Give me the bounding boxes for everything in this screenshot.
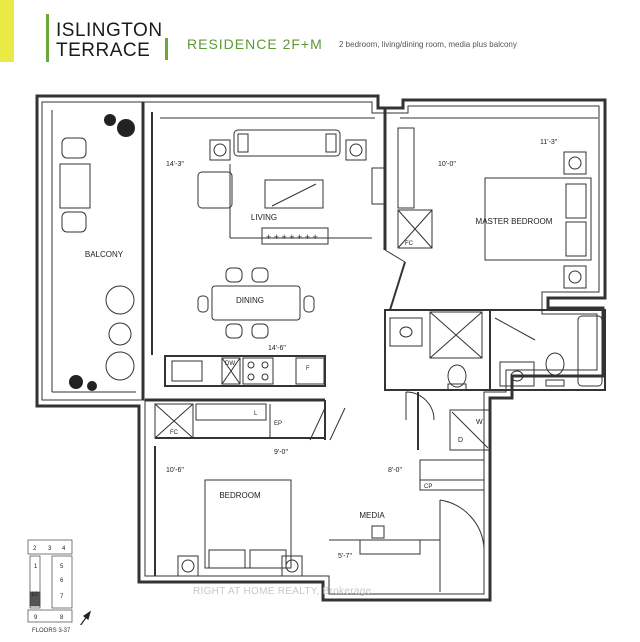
key-unit: 6 xyxy=(60,578,64,584)
watermark: RIGHT AT HOME REALTY, Brokerage xyxy=(193,586,372,597)
logo-bracket-end xyxy=(165,38,168,60)
key-unit: 1 xyxy=(34,564,38,570)
vanity-2 xyxy=(499,361,535,387)
dryer-label: D xyxy=(458,437,463,444)
bedroom-dim: 10'-6" xyxy=(166,467,184,474)
key-unit: 5 xyxy=(60,564,64,570)
master-dim-a: 10'-0" xyxy=(438,161,456,168)
media-closet xyxy=(419,459,485,491)
armchair xyxy=(197,171,233,209)
balcony-table xyxy=(59,163,91,209)
key-unit: 4 xyxy=(62,546,66,552)
dishwasher xyxy=(221,357,241,385)
bedroom-label: BEDROOM xyxy=(219,491,261,500)
brand-logo: ISLINGTON TERRACE xyxy=(46,14,168,62)
exterior-wall xyxy=(35,94,607,602)
living-dim: 14'-3" xyxy=(166,161,184,168)
dining-table xyxy=(211,285,301,321)
tv-console xyxy=(264,179,324,209)
master-closet xyxy=(397,127,415,209)
master-night-2 xyxy=(563,265,587,289)
ensuite-bath xyxy=(384,309,491,391)
svg-text:+ + + + + + +: + + + + + + + xyxy=(266,232,318,242)
floors-label: FLOORS 3-37 xyxy=(32,628,71,634)
interior-outline xyxy=(41,101,600,595)
kitchen-dim: 14'-6" xyxy=(268,345,286,352)
washer-label: W xyxy=(476,419,483,426)
media-label: MEDIA xyxy=(359,511,385,520)
cp-label: CP xyxy=(424,484,432,490)
key-unit: 3 xyxy=(48,546,52,552)
north-arrow-icon xyxy=(79,610,92,625)
master-label: MASTER BEDROOM xyxy=(476,217,553,226)
main-bath xyxy=(489,309,606,391)
laundry-label: L xyxy=(254,411,258,417)
nightstand-l xyxy=(177,555,199,577)
fridge-label: F xyxy=(306,366,310,372)
logo-bracket xyxy=(46,14,58,62)
fc-master-label: FC xyxy=(405,241,414,247)
residence-title: RESIDENCE 2F+M xyxy=(187,36,323,52)
key-unit: 2 xyxy=(33,546,37,552)
sink xyxy=(171,360,203,382)
bedroom-bed xyxy=(204,479,292,569)
fc-bedroom-label: FC xyxy=(170,430,179,436)
balcony-stool xyxy=(108,322,132,346)
media-dim-b: 5'-7" xyxy=(338,553,352,560)
dining-label: DINING xyxy=(236,296,264,305)
fridge xyxy=(295,357,325,385)
key-unit: 8 xyxy=(60,615,64,621)
balcony-label: BALCONY xyxy=(85,250,124,259)
accent-bar xyxy=(0,0,14,62)
sofa xyxy=(233,129,341,157)
kitchen-counter xyxy=(164,355,326,387)
logo-line-2: TERRACE xyxy=(56,40,151,61)
balcony-chair-2 xyxy=(105,351,135,381)
bath-door xyxy=(405,391,435,421)
media-door xyxy=(439,499,485,592)
area-rug xyxy=(261,227,329,245)
toilet-2 xyxy=(545,352,565,376)
cooktop xyxy=(242,357,274,385)
key-unit: 7 xyxy=(60,594,64,600)
master-dim-b: 11'-3" xyxy=(540,139,558,146)
vanity-1 xyxy=(389,317,423,347)
plants xyxy=(69,114,135,391)
dw-label: DW xyxy=(225,361,235,367)
key-unit: 10 xyxy=(31,592,38,598)
ep-label: EP xyxy=(274,421,282,427)
toilet-1 xyxy=(447,364,467,388)
living-label: LIVING xyxy=(251,213,277,222)
bathtub xyxy=(577,315,603,387)
washer-dryer xyxy=(449,409,491,451)
media-unit xyxy=(371,167,385,205)
entry-door xyxy=(329,407,346,441)
laundry-counter xyxy=(195,403,267,421)
nightstand-r xyxy=(281,555,303,577)
bedroom-dim-b: 9'-0" xyxy=(274,449,288,456)
media-dim-a: 8'-0" xyxy=(388,467,402,474)
key-unit: 9 xyxy=(34,615,38,621)
master-night-1 xyxy=(563,151,587,175)
media-desk xyxy=(359,539,421,555)
floor-plan: + + + + + + + BAL xyxy=(27,94,607,625)
balcony-chair-1 xyxy=(105,285,135,315)
side-table-l xyxy=(209,139,231,161)
residence-description: 2 bedroom, living/dining room, media plu… xyxy=(339,40,517,49)
logo-line-1: ISLINGTON xyxy=(56,20,163,41)
furnace-closet-master xyxy=(397,209,433,249)
side-table-r xyxy=(345,139,367,161)
master-bed xyxy=(484,177,592,261)
key-plan xyxy=(27,539,73,623)
shower xyxy=(429,311,483,359)
